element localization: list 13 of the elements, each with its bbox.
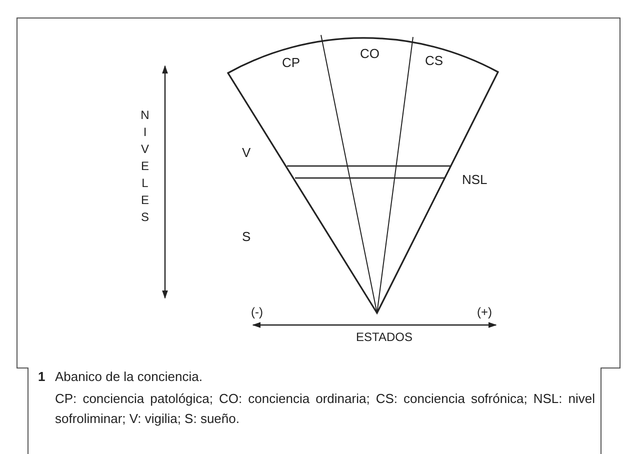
axis-label: ESTADOS: [356, 330, 412, 345]
level-label: V: [242, 145, 251, 160]
sign-label: (-): [251, 305, 263, 320]
region-label: CP: [282, 55, 300, 70]
region-label: CS: [425, 53, 444, 68]
figure-number: 1: [38, 369, 46, 384]
level-label: S: [242, 229, 251, 244]
region-label: CO: [360, 46, 380, 61]
level-label: NSL: [462, 172, 488, 187]
axis-label: N I V E L E S: [140, 107, 150, 226]
sign-label: (+): [477, 305, 492, 320]
figure-caption: Abanico de la conciencia.: [55, 369, 202, 384]
legend-text: CP: conciencia patológica; CO: conciencia ordinaria; CS: conciencia sofrónica; NSL: nivel sofroliminar; V: vigilia; S: sueño.: [55, 390, 595, 428]
